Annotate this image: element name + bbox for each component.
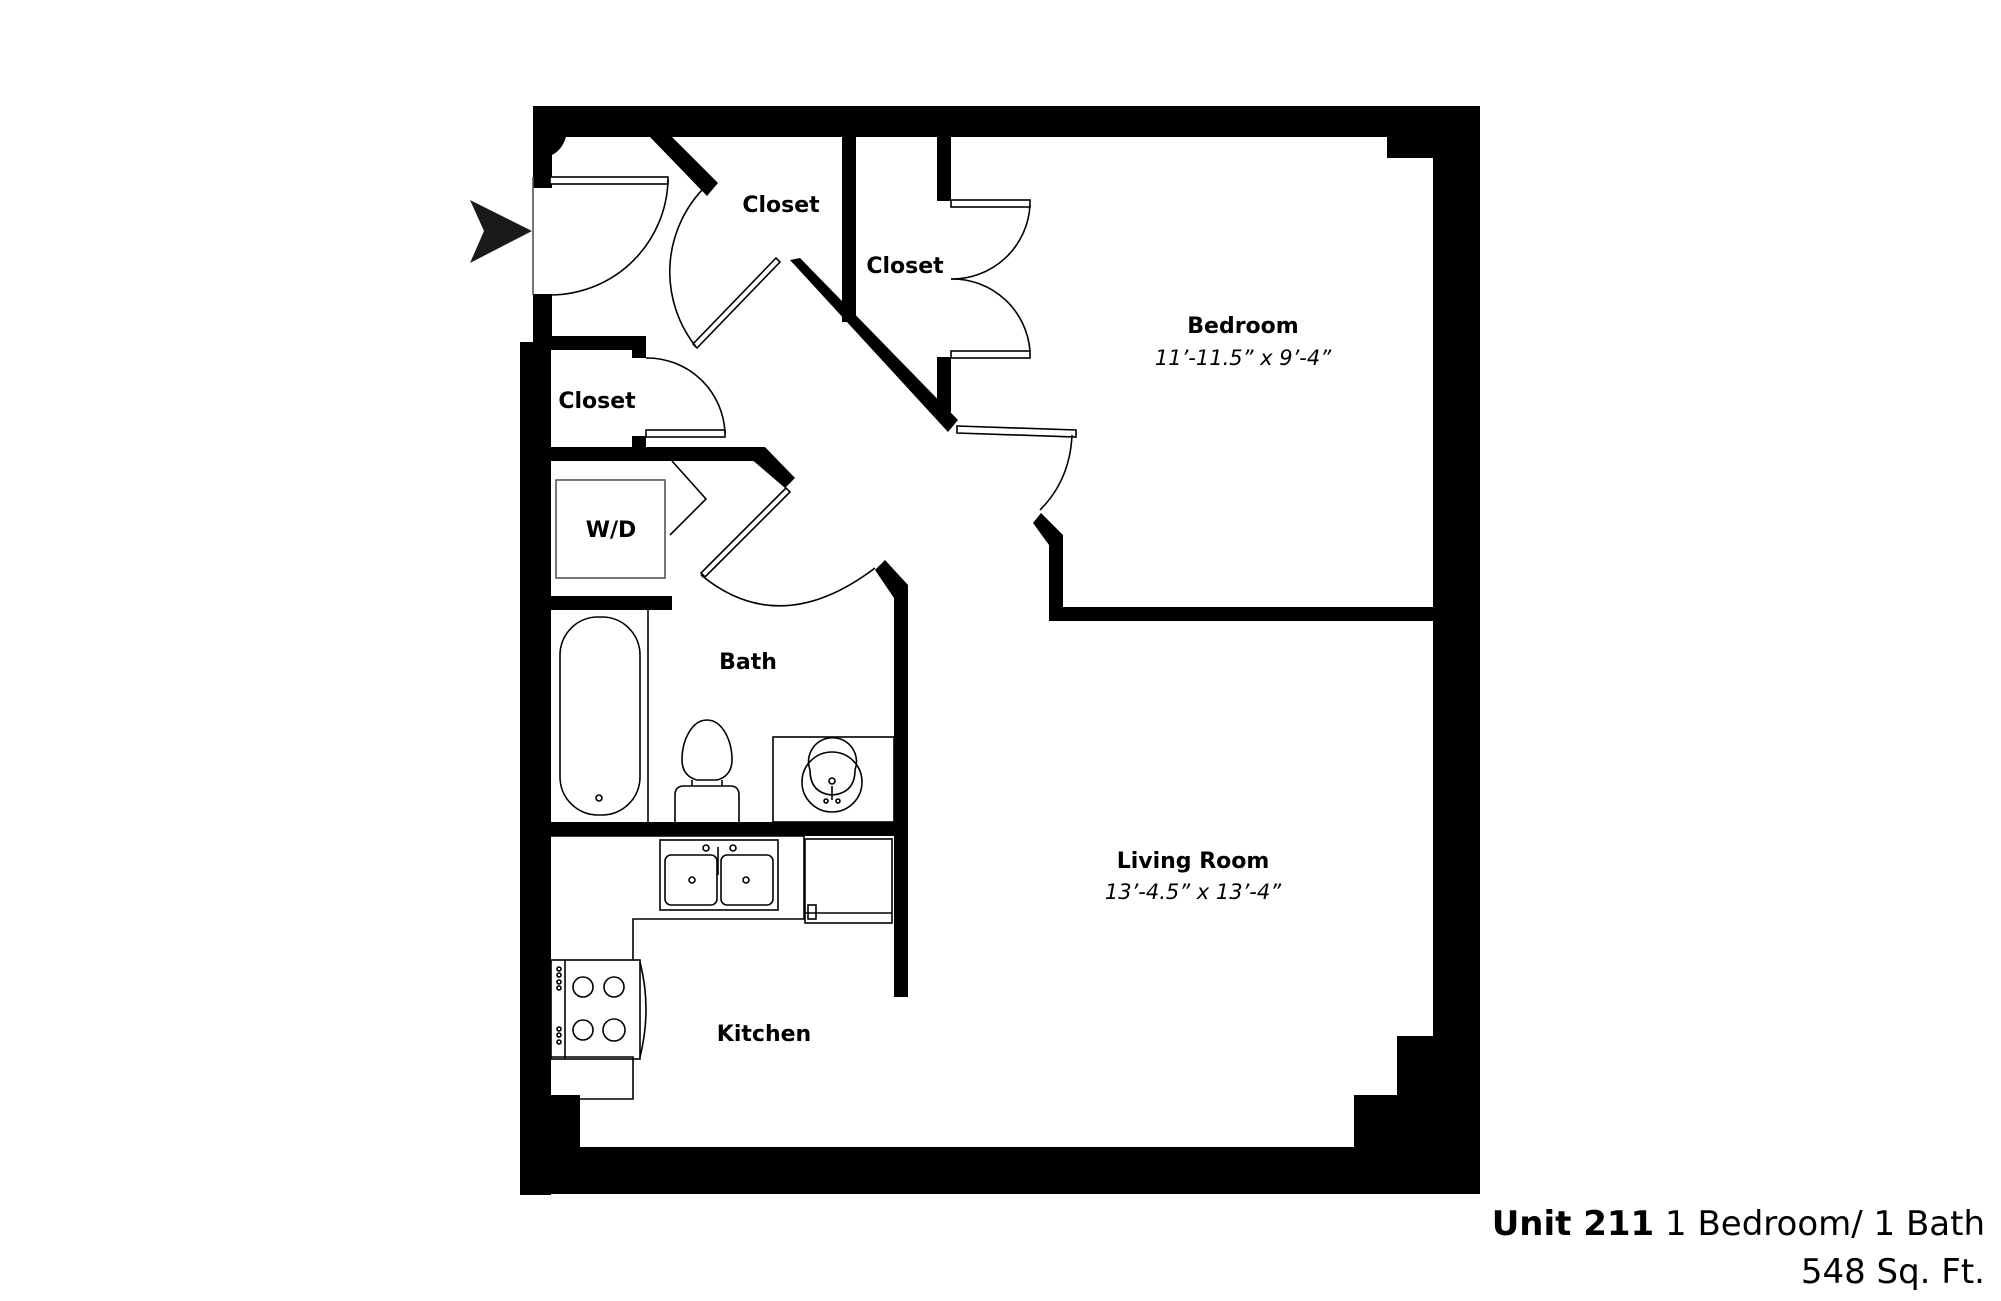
doors [532,176,1077,607]
living-room-label: Living Room [1117,849,1270,874]
dishwasher [804,838,893,924]
fixtures [550,479,895,1100]
vanity [772,736,895,823]
interior-walls [551,137,1433,997]
closet-bedroom-label: Closet [866,254,944,279]
washer-dryer [555,479,666,579]
bathtub [559,616,641,816]
unit-type: 1 Bedroom/ 1 Bath [1654,1204,1985,1244]
range [550,959,647,1060]
living-room-dimensions: 13’-4.5” x 13’-4” [1105,880,1282,904]
entry-door-leaf [549,176,669,185]
washer-dryer-label: W/D [586,518,637,543]
kitchen-label: Kitchen [717,1022,811,1047]
unit-number: Unit 211 [1491,1204,1655,1244]
bedroom-label: Bedroom [1187,314,1298,339]
toilet [674,719,740,822]
unit-caption: Unit 211 1 Bedroom/ 1 Bath [1492,1207,1985,1241]
closet-door-leaf [691,256,782,350]
bath-label: Bath [719,650,777,675]
bedroom-dimensions: 11’-11.5” x 9’-4” [1155,346,1332,370]
closet-entry-label: Closet [742,193,820,218]
kitchen-sink [659,839,779,911]
sink [801,751,863,813]
outer-walls [520,106,1480,1195]
entry-arrow-icon [470,200,532,263]
unit-area: 548 Sq. Ft. [1800,1252,1985,1292]
closet-hall-label: Closet [558,389,636,414]
